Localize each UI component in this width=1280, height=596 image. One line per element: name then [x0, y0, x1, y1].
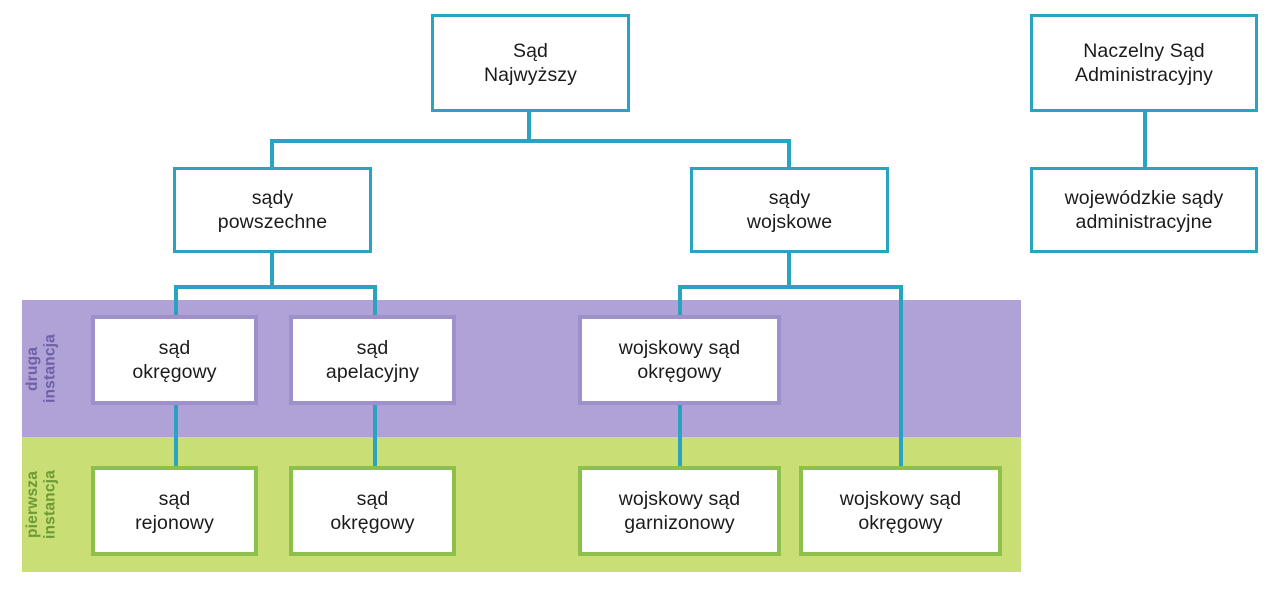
node-supreme-administrative-court[interactable]: Naczelny Sąd Administracyjny [1030, 14, 1258, 112]
node-regional-court-second-instance[interactable]: sąd okręgowy [91, 315, 258, 405]
node-voivodeship-administrative-courts[interactable]: wojewódzkie sądy administracyjne [1030, 167, 1258, 253]
connector-to-common-courts [270, 139, 274, 169]
connector-admin-vertical [1143, 112, 1147, 167]
band-label-second-instance: druga instancja [24, 334, 59, 403]
node-appellate-court[interactable]: sąd apelacyjny [289, 315, 456, 405]
connector-common-to-regional [174, 285, 178, 317]
connector-appellate-to-regional-first [373, 404, 377, 466]
connector-common-to-appellate [373, 285, 377, 317]
connector-military-bus [678, 285, 903, 289]
connector-to-military-courts [787, 139, 791, 169]
connector-military-stem [787, 251, 791, 288]
connector-military-regional-to-garrison [678, 404, 682, 466]
band-label-first-instance: pierwsza instancja [24, 470, 59, 539]
connector-supreme-bus [270, 139, 791, 143]
connector-common-stem [270, 251, 274, 288]
node-military-garrison-court[interactable]: wojskowy sąd garnizonowy [578, 466, 781, 556]
node-military-regional-court-second-instance[interactable]: wojskowy sąd okręgowy [578, 315, 781, 405]
node-military-courts[interactable]: sądy wojskowe [690, 167, 889, 253]
connector-common-bus [174, 285, 377, 289]
node-military-regional-court-first-instance[interactable]: wojskowy sąd okręgowy [799, 466, 1002, 556]
connector-regional-second-to-district-first [174, 404, 178, 466]
node-regional-court-first-instance[interactable]: sąd okręgowy [289, 466, 456, 556]
node-supreme-court[interactable]: Sąd Najwyższy [431, 14, 630, 112]
connector-military-to-regional-first [899, 285, 903, 466]
node-district-court-first-instance[interactable]: sąd rejonowy [91, 466, 258, 556]
connector-supreme-stem [527, 110, 531, 142]
connector-military-to-regional-second [678, 285, 682, 317]
node-common-courts[interactable]: sądy powszechne [173, 167, 372, 253]
